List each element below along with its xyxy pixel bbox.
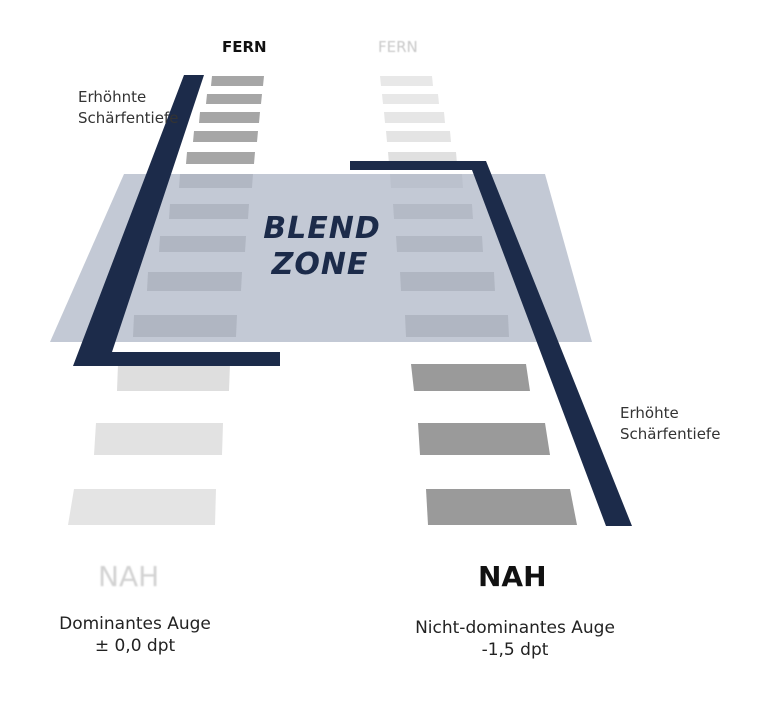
eye-caption-left-line2: ± 0,0 dpt <box>94 636 176 656</box>
blend-zone-title-line2: ZONE <box>271 247 369 282</box>
depth-label-right-line1: Erhöhte <box>620 404 679 422</box>
right-stripe <box>382 94 439 104</box>
near-label-left: NAH <box>98 560 160 593</box>
right-stripe <box>411 364 530 391</box>
right-stripe <box>418 423 550 455</box>
blend-zone-plane <box>50 174 592 342</box>
eye-caption-right-line2: -1,5 dpt <box>481 640 549 660</box>
depth-label-left: Erhöhnte Schärfentiefe <box>78 87 178 129</box>
depth-label-left-line2: Schärfentiefe <box>78 109 179 127</box>
eye-caption-left: Dominantes Auge ± 0,0 dpt <box>30 613 240 657</box>
right-depth-bracket <box>350 161 632 526</box>
left-stripe <box>94 423 223 455</box>
right-stripe <box>386 131 451 142</box>
left-stripe <box>68 489 216 525</box>
blend-zone-title-line1: BLEND <box>263 211 381 246</box>
right-stripe <box>384 112 445 123</box>
far-label-left: FERN <box>222 38 267 56</box>
left-stripe <box>211 76 264 86</box>
left-stripe <box>186 152 255 164</box>
depth-label-left-line1: Erhöhnte <box>78 88 147 106</box>
eye-caption-right-line1: Nicht-dominantes Auge <box>415 618 615 638</box>
far-label-right: FERN <box>378 38 418 56</box>
eye-caption-left-line1: Dominantes Auge <box>59 614 211 634</box>
near-label-right: NAH <box>478 560 547 593</box>
left-stripe <box>206 94 262 104</box>
depth-label-right-line2: Schärfentiefe <box>620 425 721 443</box>
right-stripe <box>426 489 577 525</box>
left-depth-bracket <box>73 75 280 366</box>
right-stripe <box>380 76 433 86</box>
left-stripe <box>193 131 258 142</box>
left-stripe <box>117 364 230 391</box>
eye-caption-right: Nicht-dominantes Auge -1,5 dpt <box>390 617 640 661</box>
depth-label-right: Erhöhte Schärfentiefe <box>620 403 720 445</box>
left-stripe <box>199 112 260 123</box>
